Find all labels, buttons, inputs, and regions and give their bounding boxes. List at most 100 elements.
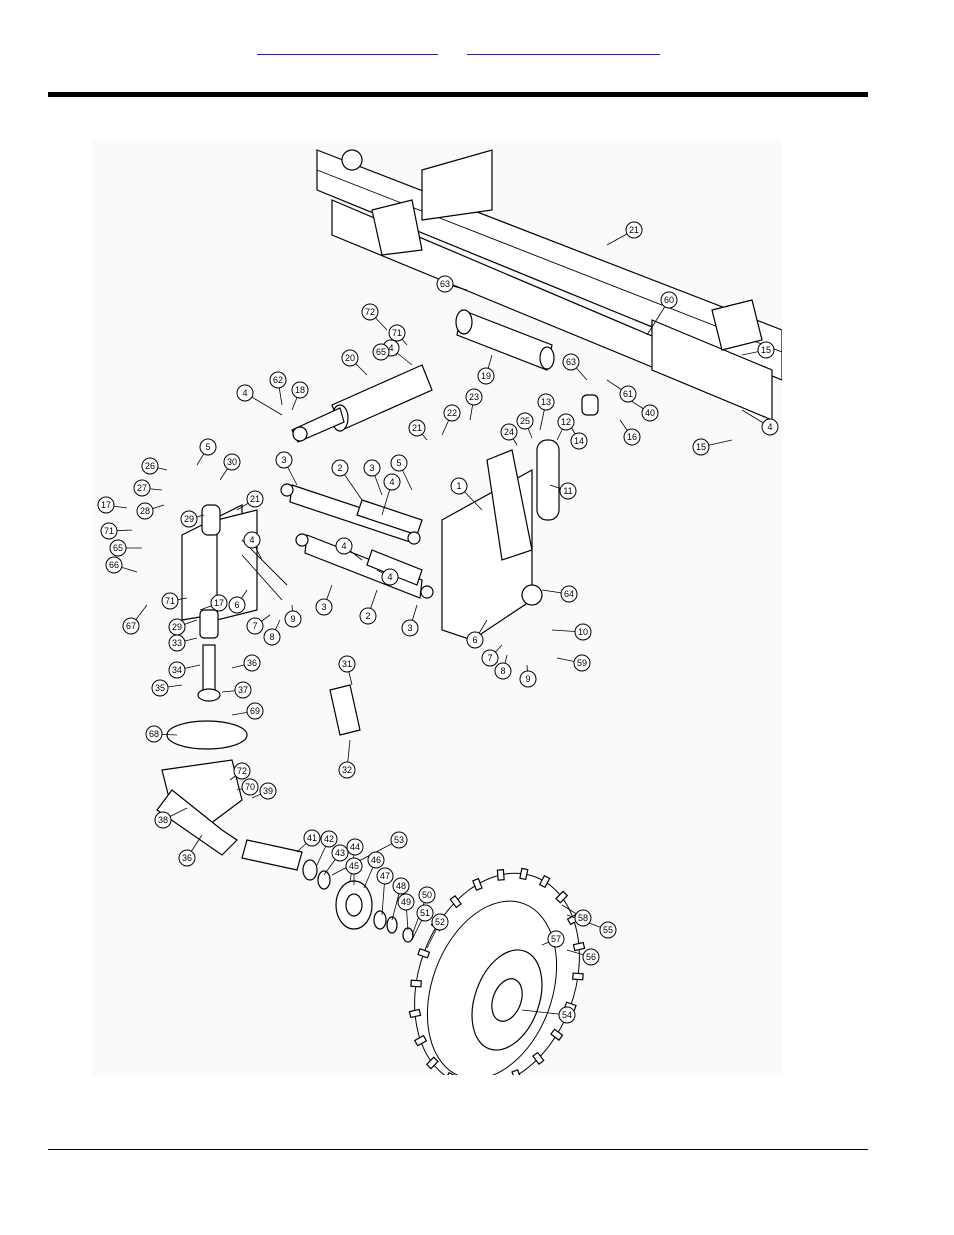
svg-text:61: 61 [623, 389, 633, 399]
callout-37: 37 [235, 682, 251, 698]
callout-5: 5 [200, 439, 216, 455]
callout-20: 20 [342, 350, 358, 366]
svg-text:70: 70 [245, 782, 255, 792]
callout-42: 42 [321, 831, 337, 847]
svg-text:7: 7 [252, 621, 257, 631]
svg-text:12: 12 [561, 417, 571, 427]
svg-text:66: 66 [109, 560, 119, 570]
svg-text:16: 16 [627, 432, 637, 442]
main-bracket [442, 440, 559, 640]
svg-text:3: 3 [281, 455, 286, 465]
svg-text:4: 4 [242, 388, 247, 398]
callout-24: 24 [501, 424, 517, 440]
svg-text:71: 71 [165, 596, 175, 606]
callout-52: 52 [432, 914, 448, 930]
callout-39: 39 [260, 783, 276, 799]
callout-9: 9 [285, 611, 301, 627]
header-link-2[interactable] [467, 40, 660, 55]
svg-text:71: 71 [392, 328, 402, 338]
svg-text:19: 19 [481, 371, 491, 381]
svg-text:5: 5 [205, 442, 210, 452]
svg-text:31: 31 [342, 659, 352, 669]
svg-text:33: 33 [172, 638, 182, 648]
svg-text:7: 7 [487, 653, 492, 663]
svg-text:59: 59 [577, 658, 587, 668]
callout-71: 71 [101, 523, 117, 539]
callout-46: 46 [368, 852, 384, 868]
svg-text:40: 40 [645, 408, 655, 418]
callout-65: 65 [373, 344, 389, 360]
svg-text:20: 20 [345, 353, 355, 363]
svg-text:51: 51 [420, 908, 430, 918]
callout-57: 57 [548, 931, 564, 947]
svg-text:72: 72 [365, 307, 375, 317]
svg-text:25: 25 [520, 416, 530, 426]
callout-14: 14 [571, 433, 587, 449]
svg-text:9: 9 [290, 614, 295, 624]
svg-text:48: 48 [396, 881, 406, 891]
callout-4: 4 [244, 532, 260, 548]
svg-text:53: 53 [394, 835, 404, 845]
header-link-1[interactable] [257, 40, 438, 55]
callout-3: 3 [276, 452, 292, 468]
callout-44: 44 [347, 839, 363, 855]
callout-21: 21 [409, 420, 425, 436]
svg-text:68: 68 [149, 729, 159, 739]
callout-32: 32 [339, 762, 355, 778]
svg-text:23: 23 [469, 392, 479, 402]
callout-17: 17 [211, 595, 227, 611]
callout-65: 65 [110, 540, 126, 556]
svg-text:58: 58 [578, 913, 588, 923]
svg-text:63: 63 [566, 357, 576, 367]
main-frame [317, 150, 782, 420]
callout-25: 25 [517, 413, 533, 429]
svg-text:65: 65 [113, 543, 123, 553]
callout-49: 49 [398, 894, 414, 910]
svg-text:45: 45 [349, 861, 359, 871]
svg-text:54: 54 [562, 1010, 572, 1020]
svg-text:34: 34 [172, 665, 182, 675]
svg-text:4: 4 [387, 572, 392, 582]
callout-18: 18 [292, 382, 308, 398]
callout-51: 51 [417, 905, 433, 921]
callout-12: 12 [558, 414, 574, 430]
svg-text:8: 8 [269, 632, 274, 642]
svg-text:4: 4 [249, 535, 254, 545]
svg-text:39: 39 [263, 786, 273, 796]
callout-72: 72 [234, 763, 250, 779]
svg-text:3: 3 [407, 623, 412, 633]
callout-40: 40 [642, 405, 658, 421]
svg-text:69: 69 [250, 706, 260, 716]
callout-47: 47 [377, 868, 393, 884]
callout-8: 8 [264, 629, 280, 645]
svg-text:11: 11 [563, 486, 572, 496]
svg-text:52: 52 [435, 917, 445, 927]
callout-7: 7 [247, 618, 263, 634]
callout-2: 2 [332, 460, 348, 476]
callout-17: 17 [98, 497, 114, 513]
svg-text:26: 26 [145, 461, 155, 471]
callout-55: 55 [600, 922, 616, 938]
tread-lug [411, 980, 421, 987]
callout-26: 26 [142, 458, 158, 474]
svg-text:21: 21 [412, 423, 422, 433]
tire-wheel [386, 850, 608, 1075]
callout-36: 36 [179, 850, 195, 866]
callout-10: 10 [575, 624, 591, 640]
callout-29: 29 [169, 619, 185, 635]
callout-4: 4 [384, 474, 400, 490]
callout-11: 11 [560, 483, 576, 499]
svg-text:2: 2 [337, 463, 342, 473]
callout-4: 4 [336, 538, 352, 554]
tread-lug [520, 868, 528, 879]
svg-text:62: 62 [273, 375, 283, 385]
callout-13: 13 [538, 394, 554, 410]
callout-69: 69 [247, 703, 263, 719]
svg-text:42: 42 [324, 834, 334, 844]
callout-16: 16 [624, 429, 640, 445]
callout-35: 35 [152, 680, 168, 696]
callout-62: 62 [270, 372, 286, 388]
callout-7: 7 [482, 650, 498, 666]
svg-text:32: 32 [342, 765, 352, 775]
svg-text:72: 72 [237, 766, 247, 776]
